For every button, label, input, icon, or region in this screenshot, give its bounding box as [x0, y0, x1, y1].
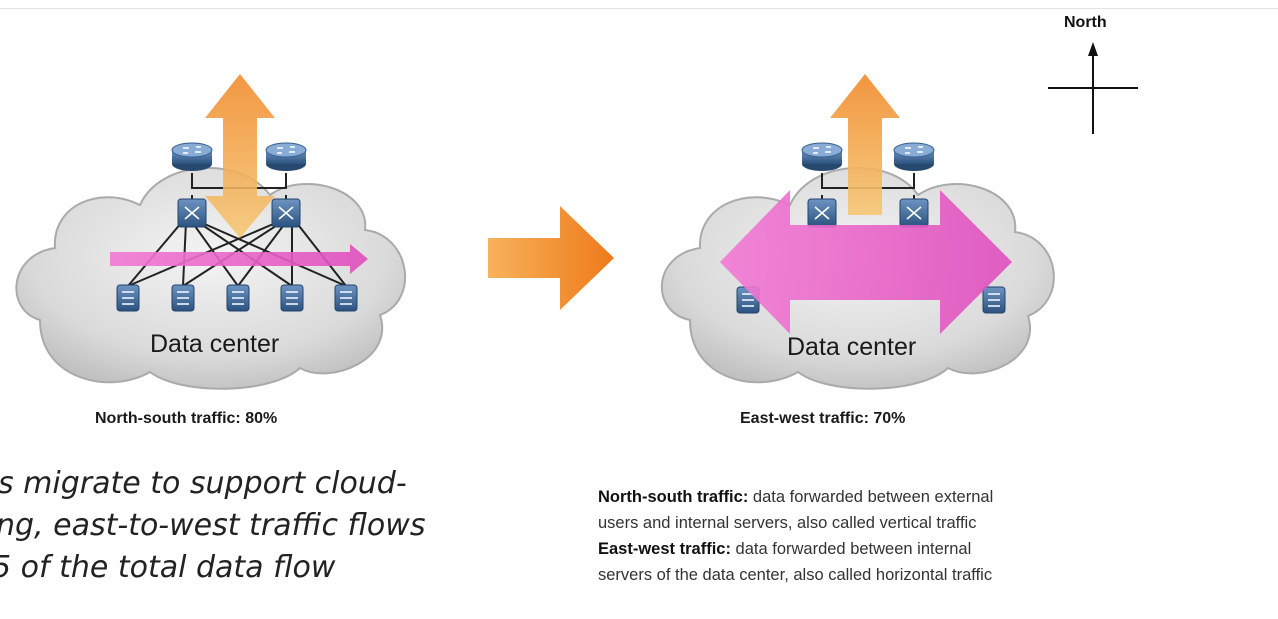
server-icon	[334, 284, 358, 312]
north-south-caption: North-south traffic: 80%	[95, 410, 278, 427]
definition-line: servers of the data center, also called …	[598, 562, 1268, 588]
north-south-arrow-icon	[205, 74, 275, 238]
north-arrow-icon	[1088, 42, 1098, 56]
definition-text: data forwarded between internal	[730, 540, 972, 558]
router-icon	[265, 142, 307, 172]
router-icon	[801, 142, 843, 172]
note-line: s migrate to support cloud-	[0, 466, 407, 501]
definition-line: North-south traffic: data forwarded betw…	[598, 484, 1268, 510]
switch-icon	[807, 198, 837, 228]
definition-line: East-west traffic: data forwarded betwee…	[598, 536, 1268, 562]
migration-note: s migrate to support cloud- ng, east-to-…	[0, 463, 560, 589]
east-west-arrow-icon	[720, 190, 1012, 334]
traffic-definitions: North-south traffic: data forwarded betw…	[598, 484, 1268, 588]
server-icon	[226, 284, 250, 312]
server-icon	[116, 284, 140, 312]
top-divider	[0, 8, 1278, 9]
east-west-caption: East-west traffic: 70%	[740, 410, 906, 427]
definition-line: users and internal servers, also called …	[598, 510, 1268, 536]
router-icon	[893, 142, 935, 172]
switch-icon	[271, 198, 301, 228]
switch-icon	[899, 198, 929, 228]
right-cloud-label: Data center	[787, 333, 917, 361]
router-icon	[171, 142, 213, 172]
definition-text: servers of the data center, also called …	[598, 566, 993, 584]
server-icon	[171, 284, 195, 312]
definition-term: East-west traffic:	[598, 540, 731, 558]
note-line: ng, east-to-west traffic flows	[0, 508, 426, 543]
compass-north-label: North	[1064, 14, 1107, 31]
east-west-arrow-icon	[110, 244, 368, 274]
definition-text: data forwarded between external	[748, 488, 994, 506]
transition-arrow-icon	[488, 206, 614, 310]
definition-text: users and internal servers, also called …	[598, 514, 977, 532]
note-line: 5 of the total data flow	[0, 550, 336, 585]
left-cloud-label: Data center	[150, 330, 280, 358]
north-south-arrow-icon	[830, 74, 900, 215]
server-icon	[982, 286, 1006, 314]
server-icon	[280, 284, 304, 312]
left-cloud	[15, 166, 406, 390]
compass	[1048, 52, 1138, 134]
switch-icon	[177, 198, 207, 228]
definition-term: North-south traffic:	[598, 488, 749, 506]
